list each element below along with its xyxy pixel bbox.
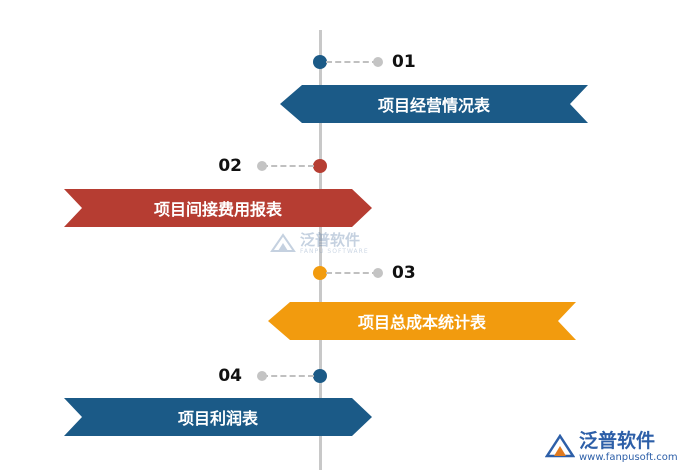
logo-text: 泛普软件: [579, 430, 656, 452]
watermark-subtext: FANPU SOFTWARE: [300, 248, 369, 255]
fanpu-logo-icon: [545, 433, 575, 457]
connector-dot: [373, 57, 383, 67]
step-banner: 项目总成本统计表: [268, 302, 576, 340]
fanpu-logo-icon: [270, 232, 296, 252]
watermark-text: 泛普软件: [300, 231, 361, 249]
step-number: 02: [218, 156, 242, 176]
step-label: 项目经营情况表: [377, 96, 490, 115]
timeline-node: [313, 55, 327, 69]
step-label: 项目利润表: [177, 409, 258, 428]
timeline-axis: [319, 30, 322, 470]
step-banner: 项目利润表: [64, 398, 372, 436]
step-banner: 项目经营情况表: [280, 85, 588, 123]
connector-dot: [257, 161, 267, 171]
timeline-node: [313, 266, 327, 280]
connector-dot: [257, 371, 267, 381]
connector-dot: [373, 268, 383, 278]
watermark: 泛普软件 FANPU SOFTWARE: [270, 232, 369, 255]
connector-line: [262, 165, 314, 167]
step-number: 04: [218, 366, 242, 386]
step-label: 项目间接费用报表: [153, 200, 282, 219]
step-banner: 项目间接费用报表: [64, 189, 372, 227]
step-number: 01: [392, 52, 416, 72]
timeline-node: [313, 369, 327, 383]
step-number: 03: [392, 263, 416, 283]
step-label: 项目总成本统计表: [357, 313, 486, 332]
connector-line: [326, 272, 378, 274]
connector-line: [262, 375, 314, 377]
brand-logo: 泛普软件 www.fanpusoft.com: [545, 430, 677, 463]
connector-line: [326, 61, 378, 63]
logo-url: www.fanpusoft.com: [579, 452, 677, 463]
timeline-node: [313, 159, 327, 173]
